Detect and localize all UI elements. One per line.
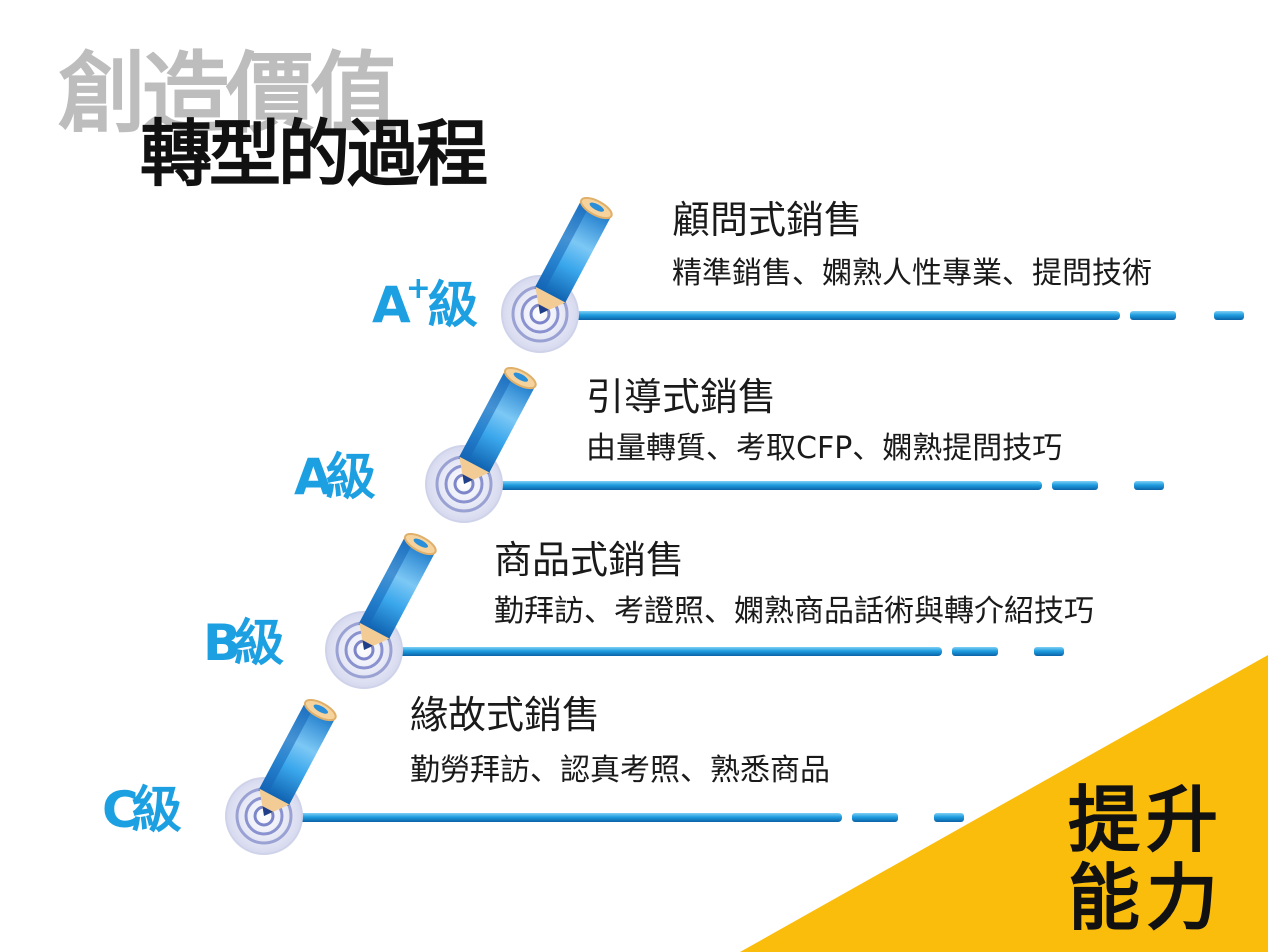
progress-dash: [934, 813, 964, 822]
progress-line: [364, 647, 942, 656]
progress-dash: [1052, 481, 1098, 490]
progress-line: [264, 813, 842, 822]
progress-dash: [1130, 311, 1176, 320]
background-title: 創造價值: [58, 42, 398, 145]
level-description: 勤勞拜訪、認真考照、熟悉商品: [410, 753, 830, 788]
progress-line: [540, 311, 1120, 320]
level-label: A級: [294, 448, 376, 506]
level-title: 商品式銷售: [494, 538, 685, 582]
level-label: B級: [203, 614, 284, 672]
corner-line-1: 提升: [1068, 778, 1225, 862]
progress-dash: [952, 647, 998, 656]
level-description: 精準銷售、嫻熟人性專業、提問技術: [672, 256, 1152, 291]
level-label: C級: [102, 781, 182, 839]
progress-dash: [1214, 311, 1244, 320]
progress-dash: [1034, 647, 1064, 656]
level-description: 勤拜訪、考證照、嫻熟商品話術與轉介紹技巧: [494, 594, 1094, 629]
main-title: 轉型的過程: [140, 112, 488, 196]
pencil-icon: [424, 362, 1164, 524]
level-label: A+級: [372, 271, 478, 334]
level-title: 顧問式銷售: [672, 198, 863, 242]
pencil-icon: [500, 192, 1244, 354]
progress-line: [464, 481, 1042, 490]
level-description: 由量轉質、考取CFP、嫻熟提問技巧: [586, 431, 1063, 466]
level-title: 引導式銷售: [586, 375, 777, 419]
corner-line-2: 能力: [1068, 855, 1225, 940]
corner-caption: 提升 能力: [1068, 778, 1225, 940]
progress-dash: [1134, 481, 1164, 490]
pencil-icon: [224, 694, 964, 856]
progress-dash: [852, 813, 898, 822]
level-title: 緣故式銷售: [410, 693, 601, 737]
pencil-icon: [324, 528, 1064, 690]
